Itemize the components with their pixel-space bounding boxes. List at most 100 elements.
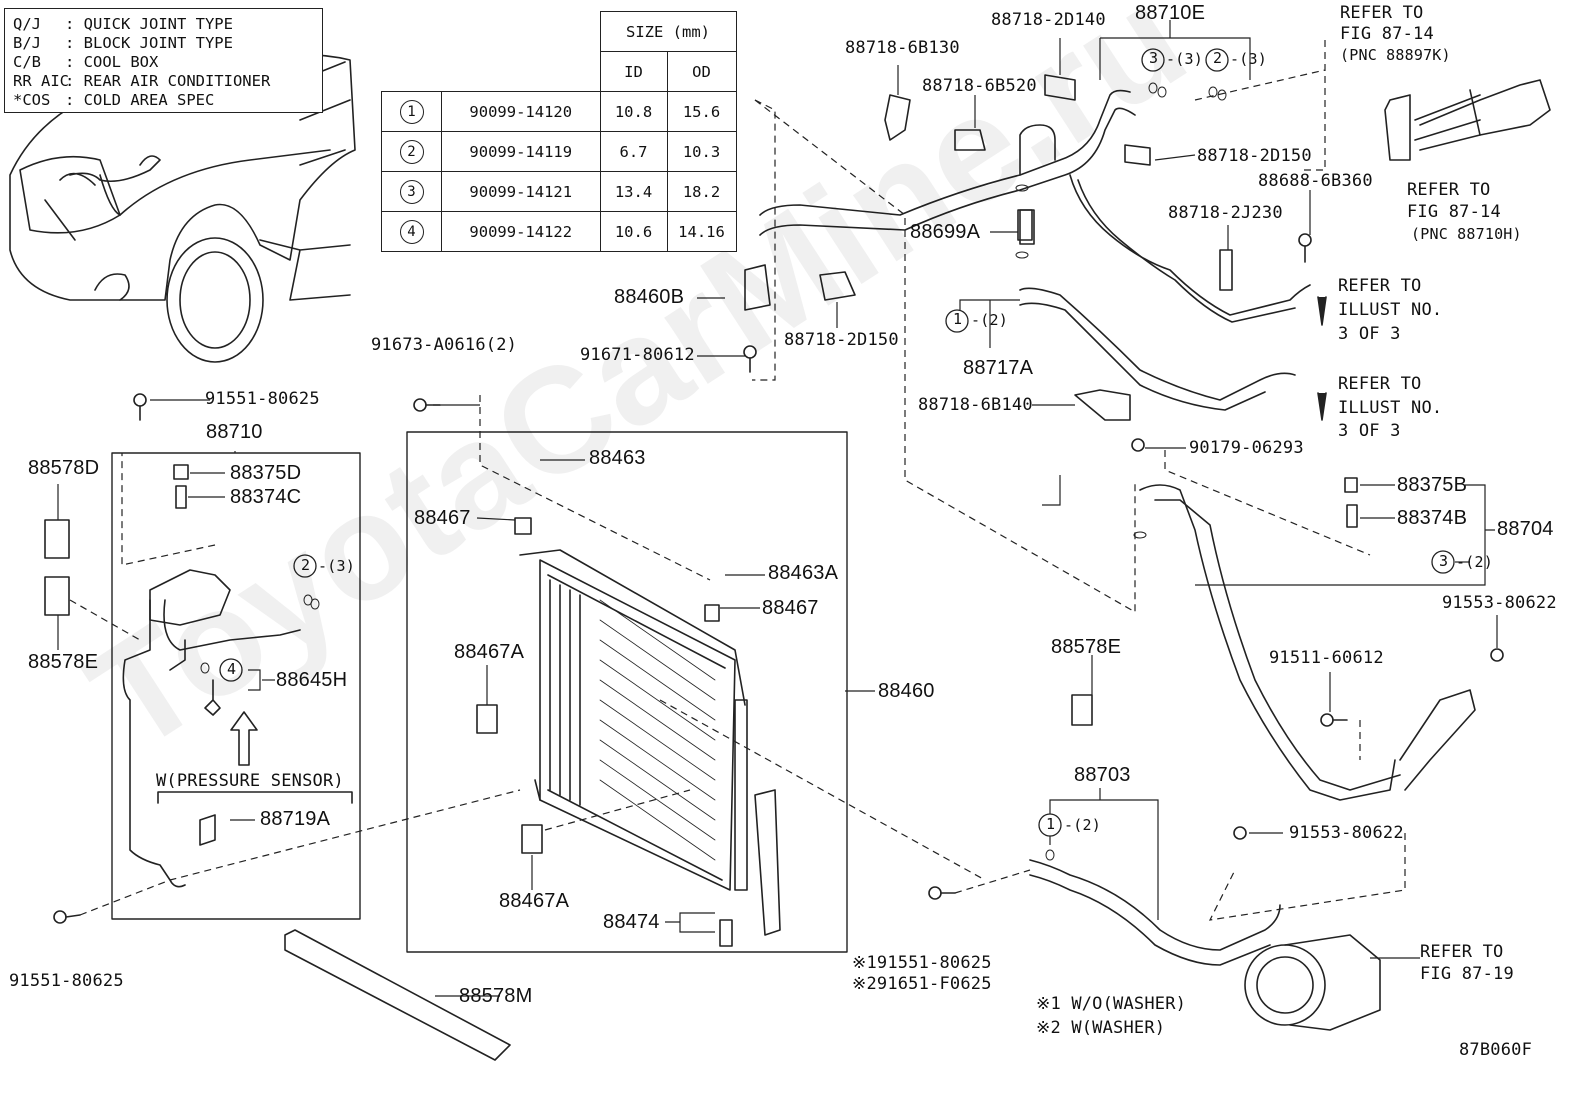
part-88467A[interactable]: 88467A [499, 890, 570, 912]
outer-diameter: 15.6 [666, 91, 737, 132]
part-91551-80625[interactable]: 91551-80625 [205, 389, 320, 409]
legend-row: *COS: COLD AREA SPEC [13, 91, 215, 109]
bolts [53, 233, 1504, 924]
part-88718-2J230[interactable]: 88718-2J230 [1168, 203, 1283, 223]
part-88718-2D150[interactable]: 88718-2D150 [784, 330, 899, 350]
ring-1-qty: -(2) [971, 311, 1008, 329]
washer-note-2: ※2 W(WASHER) [1036, 1018, 1166, 1038]
part-91551-80625[interactable]: 91551-80625 [9, 971, 124, 991]
part-88467[interactable]: 88467 [414, 507, 471, 529]
part-88474[interactable]: 88474 [603, 911, 660, 933]
refer-fig-link[interactable]: FIG 87-14 [1407, 202, 1501, 222]
part-88467[interactable]: 88467 [762, 597, 819, 619]
table-row: 3 90099-14121 13.4 18.2 [381, 171, 737, 212]
part-88719A[interactable]: 88719A [260, 808, 331, 830]
ring-2-qty: -(3) [318, 557, 355, 575]
part-88718-2D150[interactable]: 88718-2D150 [1197, 146, 1312, 166]
part-88688-6B360[interactable]: 88688-6B360 [1258, 171, 1373, 191]
small-parts [44, 74, 1358, 854]
part-88710[interactable]: 88710 [206, 421, 263, 443]
part-88463A[interactable]: 88463A [768, 562, 839, 584]
part-88718-6B520[interactable]: 88718-6B520 [922, 76, 1037, 96]
part-91671-80612[interactable]: 91671-80612 [580, 345, 695, 365]
part-88375B[interactable]: 88375B [1397, 474, 1468, 496]
refer-pnc: (PNC 88710H) [1411, 225, 1522, 243]
outer-diameter: 18.2 [666, 171, 737, 212]
pressure-line-assembly [122, 569, 301, 888]
part-88704[interactable]: 88704 [1497, 518, 1554, 540]
upper-pipes [759, 79, 1551, 411]
part-88374C[interactable]: 88374C [230, 486, 302, 508]
refer-pnc: (PNC 88897K) [1340, 46, 1451, 64]
ring-1-label: 1 [953, 310, 963, 328]
part-90179-06293[interactable]: 90179-06293 [1189, 438, 1304, 458]
part-88699A[interactable]: 88699A [910, 221, 981, 243]
part-88578E[interactable]: 88578E [1051, 636, 1122, 658]
od-header: OD [666, 51, 737, 92]
ring-4-label: 4 [227, 660, 237, 678]
ring-number: 2 [399, 139, 424, 164]
refer-illust-link[interactable]: ILLUST NO. [1338, 398, 1443, 418]
refer-page: 3 OF 3 [1338, 421, 1401, 441]
table-row: 2 90099-14119 6.7 10.3 [381, 131, 737, 172]
o-ring-size-table: SIZE (mm) ID OD 1 90099-14120 10.8 15.6 … [381, 11, 737, 252]
up-arrow [230, 711, 258, 766]
part-number[interactable]: 90099-14119 [441, 131, 601, 172]
refer-fig-link[interactable]: FIG 87-14 [1340, 24, 1434, 44]
part-88375D[interactable]: 88375D [230, 462, 302, 484]
size-header: SIZE (mm) [599, 11, 737, 52]
part-88467A[interactable]: 88467A [454, 641, 525, 663]
part-88703[interactable]: 88703 [1074, 764, 1131, 786]
part-91553-80622[interactable]: 91553-80622 [1442, 593, 1557, 613]
part-number[interactable]: 90099-14120 [441, 91, 601, 132]
part-91673-A0616[interactable]: 91673-A0616(2) [371, 335, 518, 355]
part-88460B[interactable]: 88460B [614, 286, 685, 308]
refer-note: REFER TO [1338, 276, 1422, 296]
part-88460[interactable]: 88460 [878, 680, 935, 702]
part-88645H[interactable]: 88645H [276, 669, 348, 691]
part-88463[interactable]: 88463 [589, 447, 646, 469]
refer-arrow-2 [1317, 392, 1327, 421]
part-88374B[interactable]: 88374B [1397, 507, 1468, 529]
ring-1-qty: -(2) [1064, 816, 1101, 834]
part-88578E[interactable]: 88578E [28, 651, 99, 673]
part-88718-6B140[interactable]: 88718-6B140 [918, 395, 1033, 415]
part-number[interactable]: 90099-14122 [441, 211, 601, 252]
washer-part-1[interactable]: ※191551-80625 [852, 953, 992, 973]
part-91511-60612[interactable]: 91511-60612 [1269, 648, 1384, 668]
outer-diameter: 14.16 [666, 211, 737, 252]
part-88718-2D140[interactable]: 88718-2D140 [991, 10, 1106, 30]
part-88710E[interactable]: 88710E [1135, 2, 1206, 24]
discharge-hose [1029, 484, 1476, 1031]
group-box-88460 [406, 431, 848, 953]
part-88718-6B130[interactable]: 88718-6B130 [845, 38, 960, 58]
ring-number: 4 [399, 219, 424, 244]
part-91553-80622[interactable]: 91553-80622 [1289, 823, 1404, 843]
legend-row: Q/J: QUICK JOINT TYPE [13, 15, 233, 33]
part-88578D[interactable]: 88578D [28, 457, 100, 479]
refer-illust-link[interactable]: ILLUST NO. [1338, 300, 1443, 320]
refer-fig-link[interactable]: FIG 87-19 [1420, 964, 1514, 984]
table-row: 1 90099-14120 10.8 15.6 [381, 91, 737, 132]
legend-row: B/J: BLOCK JOINT TYPE [13, 34, 233, 52]
part-number[interactable]: 90099-14121 [441, 171, 601, 212]
refer-arrow-1 [1317, 296, 1327, 326]
washer-part-2[interactable]: ※291651-F0625 [852, 974, 992, 994]
group-box-88710 [111, 452, 361, 920]
refer-note: REFER TO [1407, 180, 1491, 200]
refer-note: REFER TO [1420, 942, 1504, 962]
ring-1-label: 1 [1046, 815, 1056, 833]
part-88578M[interactable]: 88578M [459, 985, 533, 1007]
id-header: ID [599, 51, 668, 92]
ring-circles [219, 48, 1455, 837]
radiator-seal [284, 929, 511, 1061]
leader-lines [57, 20, 1498, 997]
inner-diameter: 13.4 [599, 171, 668, 212]
pressure-sensor-note: W(PRESSURE SENSOR) [156, 771, 344, 791]
legend-row: RR AIC: REAR AIR CONDITIONER [13, 72, 271, 90]
o-rings [200, 82, 1227, 861]
ring-3-label: 3 [1149, 49, 1159, 67]
ring-number: 3 [399, 179, 424, 204]
part-88717A[interactable]: 88717A [963, 357, 1034, 379]
